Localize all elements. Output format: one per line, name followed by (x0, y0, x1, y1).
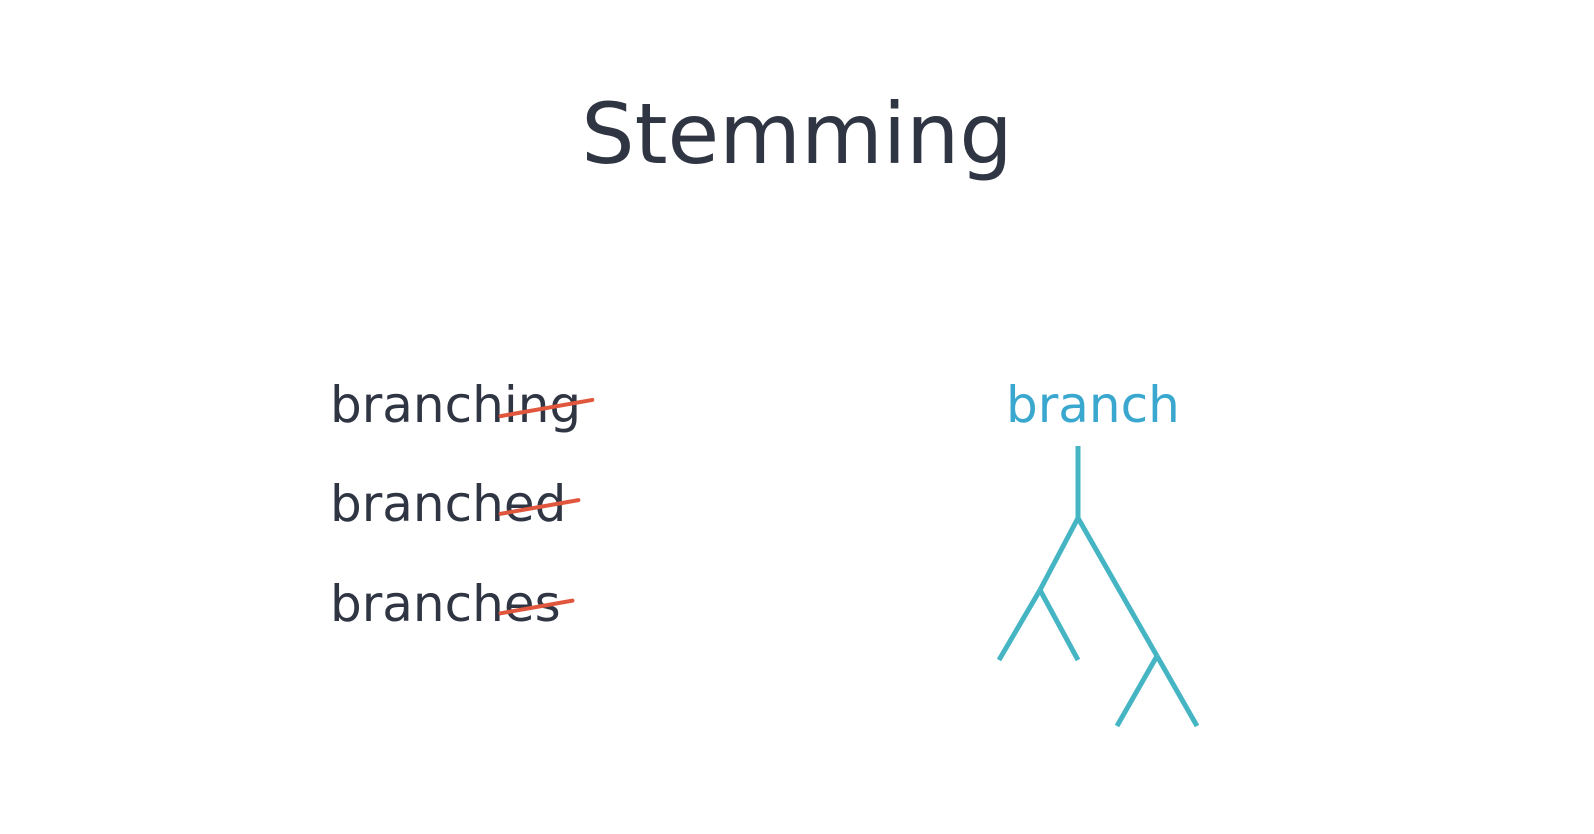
tree-branch-right-outer (1154, 654, 1200, 728)
tree-branch-right-inner (1114, 654, 1160, 728)
tree-branch-left (1037, 516, 1081, 592)
word-stem: branch (330, 376, 504, 434)
word-stem: branch (330, 475, 504, 533)
word-stem: branch (330, 575, 504, 633)
tree-branch-left-inner (1037, 588, 1081, 662)
word-branched: branched (330, 479, 581, 529)
word-suffix: es (498, 579, 575, 629)
word-suffix: ed (498, 479, 581, 529)
word-suffix: ing (498, 380, 595, 430)
slide-title: Stemming (581, 85, 1013, 183)
word-branching: branching (330, 380, 595, 430)
stem-result-label: branch (1006, 376, 1180, 434)
tree-branch-left-outer (996, 588, 1043, 662)
word-branches: branches (330, 579, 575, 629)
tree-branch-right (1075, 516, 1160, 658)
